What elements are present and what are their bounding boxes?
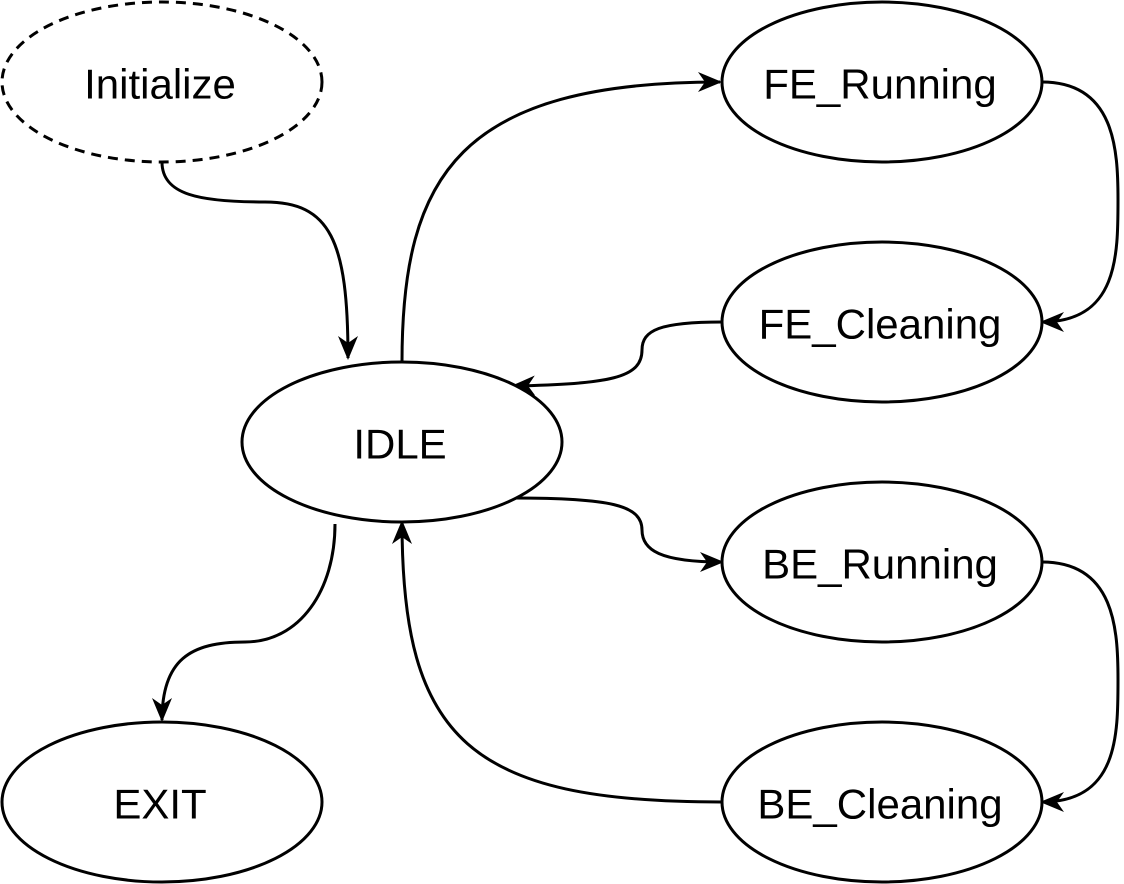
node-fe-running: FE_Running (720, 0, 1044, 164)
node-fe-running-shape (720, 0, 1044, 164)
node-fe-cleaning-label: FE_Cleaning (759, 301, 1002, 348)
node-be-running-label: BE_Running (762, 541, 998, 588)
node-exit-shape (0, 720, 324, 884)
edge-fe-cleaning-to-idle (511, 320, 723, 396)
node-initialize-label: Initialize (84, 61, 236, 108)
edges (152, 72, 1120, 812)
node-fe-cleaning: FE_Cleaning (720, 240, 1044, 404)
edge-be-cleaning-to-idle (392, 520, 723, 804)
node-exit: EXIT (0, 720, 324, 884)
node-initialize-shape (0, 0, 324, 164)
node-be-cleaning-label: BE_Cleaning (757, 781, 1002, 828)
node-exit-label: EXIT (113, 781, 206, 828)
edge-be-running-to-be-cleaning (1040, 560, 1120, 812)
edge-idle-to-fe-running (400, 72, 722, 363)
node-fe-cleaning-shape (720, 240, 1044, 404)
node-be-cleaning-shape (720, 720, 1044, 884)
node-idle-label: IDLE (353, 421, 446, 468)
edge-idle-to-be-running (512, 496, 724, 572)
node-initialize: Initialize (0, 0, 324, 164)
node-be-cleaning: BE_Cleaning (720, 720, 1044, 884)
node-idle-shape (240, 360, 564, 524)
node-be-running-shape (720, 480, 1044, 644)
node-idle: IDLE (240, 360, 564, 524)
node-be-running: BE_Running (720, 480, 1044, 644)
edge-fe-running-to-fe-cleaning (1040, 80, 1120, 332)
node-fe-running-label: FE_Running (763, 61, 996, 108)
edge-idle-to-exit (152, 523, 337, 722)
edge-initialize-to-idle (160, 161, 358, 360)
